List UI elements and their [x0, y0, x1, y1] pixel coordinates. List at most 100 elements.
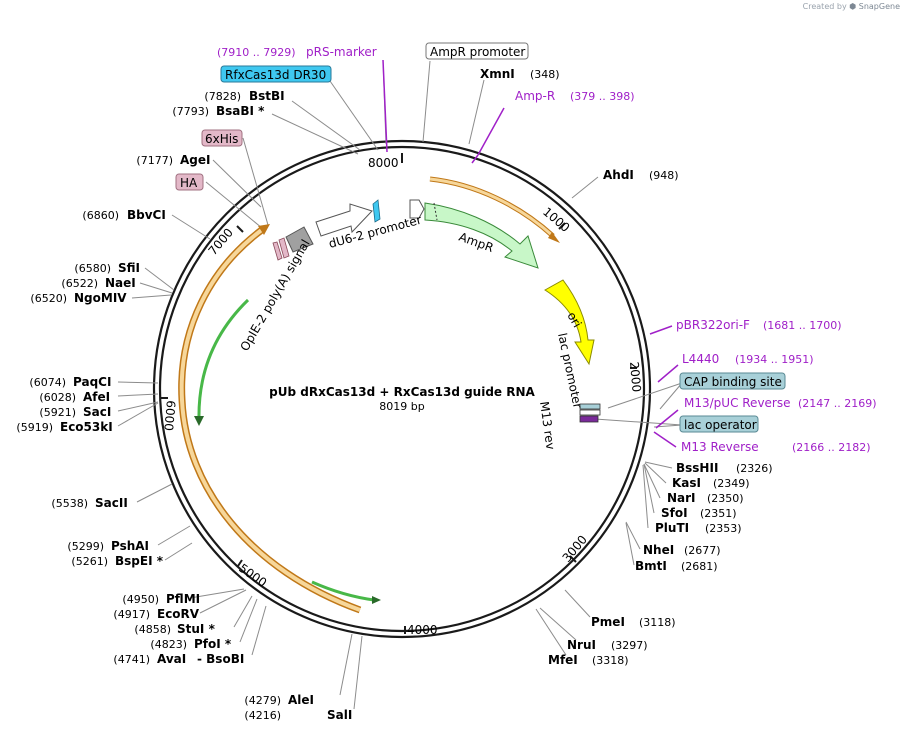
- rfxcas13d-dr30-marker: [372, 199, 381, 223]
- ampr-orf-arrowhead: [548, 232, 560, 243]
- ha-label: HA: [180, 176, 198, 190]
- m13-rev-label: M13 rev: [537, 400, 558, 450]
- enzyme-pos: (4917): [113, 608, 150, 621]
- ampr-feature-arrow: [424, 202, 539, 269]
- inner-green-arrow-bottom: [311, 580, 375, 602]
- cas13d-orf-arc: [179, 227, 361, 612]
- enzyme-name: BstBI: [249, 89, 285, 103]
- tick-label-5000: 5000: [236, 561, 269, 590]
- ampr-promoter-marker: [409, 199, 425, 219]
- enzyme-name: SacI: [83, 405, 111, 419]
- enzyme-name: PmeI: [591, 615, 625, 629]
- enzyme-labels-right: XmnI (348) AhdI (948) BssHII (2326) KasI…: [480, 67, 773, 667]
- enzyme-name: BmtI: [635, 559, 667, 573]
- primer-name: M13 Reverse: [681, 440, 759, 454]
- enzyme-pos: (5921): [39, 406, 76, 419]
- inner-green-arrowhead-left: [194, 416, 204, 426]
- cap-binding-site-marker: [579, 403, 601, 410]
- boxed-feature-6xhis: 6xHis: [201, 129, 243, 147]
- enzyme-pos: (4216): [244, 709, 281, 722]
- enzyme-pos: (5919): [16, 421, 53, 434]
- inner-green-arrow-left: [197, 298, 250, 421]
- boxed-feature-rfxcas13d-dr30: RfxCas13d DR30: [220, 65, 332, 83]
- enzyme-name: SalI: [327, 708, 352, 722]
- primer-name: pRS-marker: [306, 45, 377, 59]
- enzyme-name: BbvCI: [127, 208, 166, 222]
- enzyme-pos: (6522): [61, 277, 98, 290]
- opie2-polya-marker: [285, 226, 314, 253]
- enzyme-name: KasI: [672, 476, 701, 490]
- enzyme-pos: (6580): [74, 262, 111, 275]
- ampr-orf-arc: [429, 177, 555, 238]
- primer-range: (2166 .. 2182): [792, 441, 871, 454]
- rfxcas13d-dr30-label: RfxCas13d DR30: [225, 68, 326, 82]
- enzyme-pos: (4279): [244, 694, 281, 707]
- 6xhis-label: 6xHis: [205, 132, 238, 146]
- enzyme-pos: (4741): [113, 653, 150, 666]
- enzyme-pos: (948): [649, 169, 679, 182]
- enzyme-name: SfiI: [118, 261, 140, 275]
- snapgene-watermark: Created by ⬢ SnapGene: [803, 2, 900, 11]
- enzyme-pos: (2681): [681, 560, 718, 573]
- cas13d-orf-arrowhead: [258, 224, 270, 235]
- primer-name: pBR322ori-F: [676, 318, 750, 332]
- tick-marks: [161, 153, 637, 634]
- enzyme-name: AgeI: [180, 153, 210, 167]
- enzyme-pos: (4858): [134, 623, 171, 636]
- enzyme-name: PshAI: [111, 539, 149, 553]
- enzyme-pos: (4823): [150, 638, 187, 651]
- enzyme-name: XmnI: [480, 67, 515, 81]
- primer-range: (1934 .. 1951): [735, 353, 814, 366]
- snapgene-logo-icon: ⬢: [849, 2, 857, 11]
- enzyme-name: PaqCI: [73, 375, 111, 389]
- enzyme-name: PfoI *: [194, 637, 232, 651]
- enzyme-name: AhdI: [603, 168, 634, 182]
- tick-label-2000: 2000: [627, 361, 644, 393]
- enzyme-name: SacII: [95, 496, 128, 510]
- boxed-feature-cap: CAP binding site: [679, 372, 786, 390]
- primer-name: M13/pUC Reverse: [684, 396, 791, 410]
- backbone-inner-ring: [158, 145, 646, 633]
- enzyme-name: PluTI: [655, 521, 689, 535]
- enzyme-name: NaeI: [105, 276, 136, 290]
- du6-promoter-arrow: [315, 203, 373, 237]
- enzyme-name: PflMI: [166, 592, 200, 606]
- ampr-cut-marker: [433, 202, 438, 221]
- enzyme-name: AvaI: [157, 652, 186, 666]
- enzyme-pos: (7828): [204, 90, 241, 103]
- enzyme-pos: (5299): [67, 540, 104, 553]
- enzyme-pos: (6028): [39, 391, 76, 404]
- enzyme-pos: (2349): [713, 477, 750, 490]
- enzyme-pos: (6074): [29, 376, 66, 389]
- boxed-feature-ha: HA: [175, 173, 204, 191]
- primer-range: (1681 .. 1700): [763, 319, 842, 332]
- enzyme-pos: (5261): [71, 555, 108, 568]
- enzyme-name: NgoMIV: [74, 291, 127, 305]
- enzyme-labels-left: (4216) SalI (4279) AleI (4741) AvaI - Bs…: [16, 89, 352, 722]
- enzyme-name: BspEI *: [115, 554, 164, 568]
- enzyme-name: NarI: [667, 491, 696, 505]
- enzyme-pos: (3297): [611, 639, 648, 652]
- enzyme-name: Eco53kI: [60, 420, 113, 434]
- enzyme-pos: (7793): [172, 105, 209, 118]
- enzyme-name: NruI: [567, 638, 596, 652]
- enzyme-pos: (2677): [684, 544, 721, 557]
- watermark-prefix: Created by: [802, 2, 847, 11]
- ha-marker: [272, 241, 283, 261]
- enzyme-pos: (3118): [639, 616, 676, 629]
- enzyme-pos: (2351): [700, 507, 737, 520]
- enzyme-name: AleI: [288, 693, 314, 707]
- enzyme-name: BsaBI *: [216, 104, 265, 118]
- lac-operator-marker: [579, 415, 599, 423]
- boxed-feature-lac-operator: lac operator: [679, 415, 759, 433]
- primer-markers: [382, 59, 679, 448]
- ampr-promoter-label: AmpR promoter: [430, 45, 525, 59]
- inner-green-arrowhead-bottom: [372, 596, 381, 604]
- boxed-feature-ampr-promoter: AmpR promoter: [425, 42, 529, 60]
- plasmid-title: pUb dRxCas13d + RxCas13d guide RNA: [269, 385, 535, 399]
- enzyme-pos: (7177): [136, 154, 173, 167]
- enzyme-name: - BsoBI: [197, 652, 244, 666]
- tick-label-4000: 4000: [407, 623, 438, 637]
- primer-name: Amp-R: [515, 89, 555, 103]
